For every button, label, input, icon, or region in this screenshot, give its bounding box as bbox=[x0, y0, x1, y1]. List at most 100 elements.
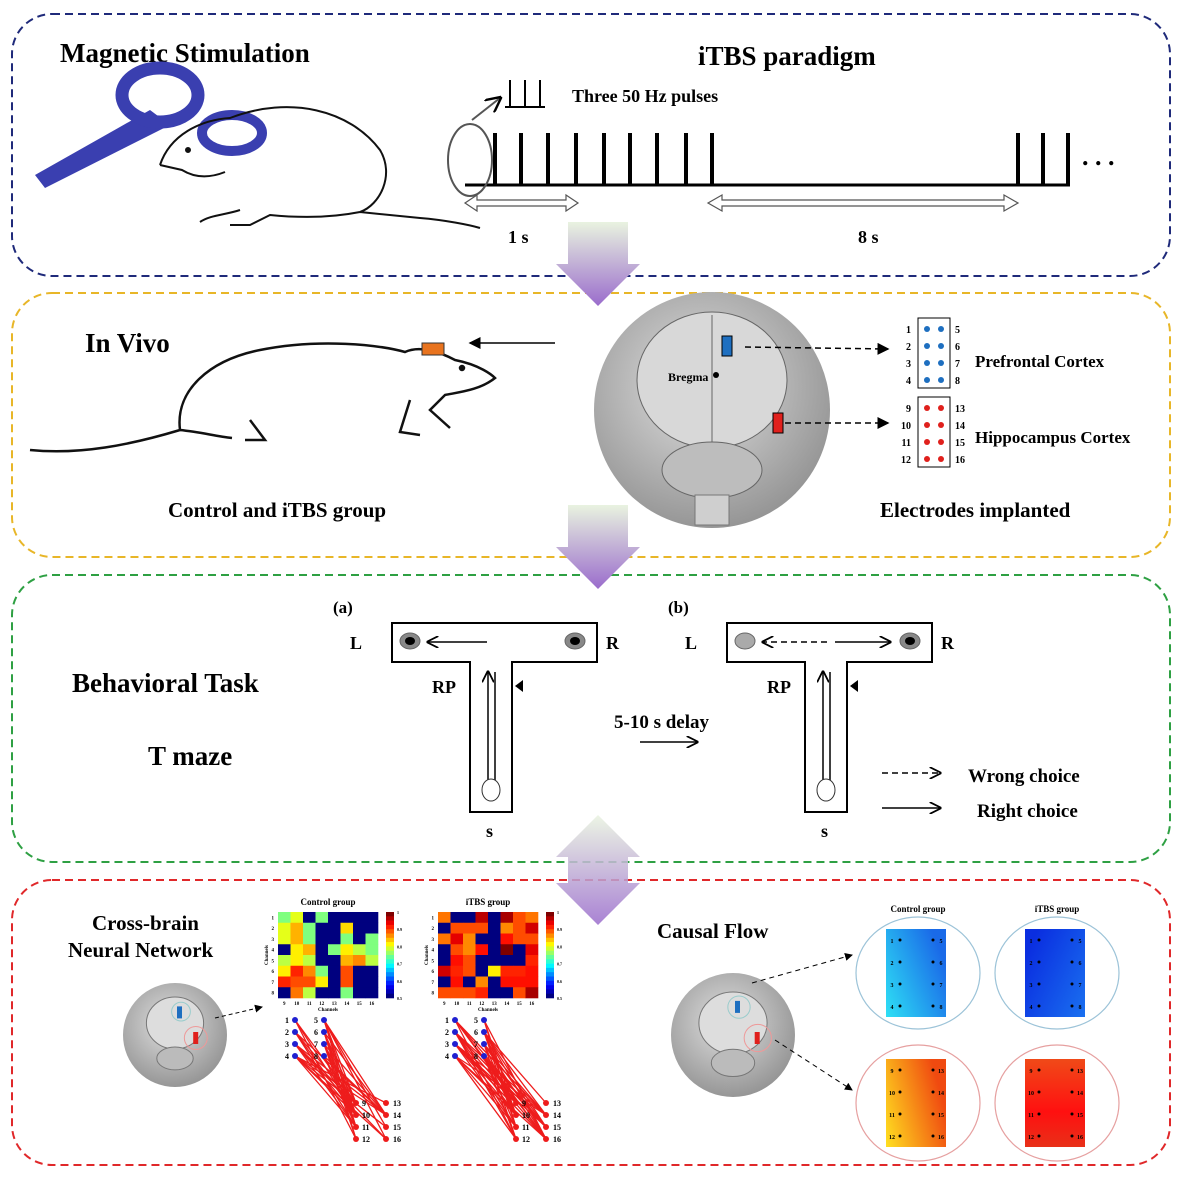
x-tick: 13 bbox=[492, 1002, 498, 1007]
heatmap-cell bbox=[365, 922, 379, 934]
hpc-contact bbox=[938, 456, 944, 462]
colorbar-segment bbox=[546, 980, 554, 986]
channel-number: 14 bbox=[938, 1091, 944, 1097]
panel-title: In Vivo bbox=[85, 328, 170, 358]
heatmap-cell bbox=[328, 933, 341, 945]
channel-number: 14 bbox=[1077, 1091, 1083, 1097]
hpc-node bbox=[543, 1112, 549, 1118]
hpc-node bbox=[513, 1136, 519, 1142]
channel-dot bbox=[898, 938, 902, 942]
highlight-ellipse bbox=[447, 123, 493, 197]
x-tick: 12 bbox=[319, 1002, 325, 1007]
channel-number: 6 bbox=[955, 342, 960, 353]
pulses-label: Three 50 Hz pulses bbox=[572, 86, 718, 106]
channel-number: 16 bbox=[1077, 1135, 1083, 1141]
x-tick: 11 bbox=[307, 1002, 312, 1007]
node-label: 11 bbox=[362, 1123, 370, 1132]
pfc-marker bbox=[177, 1006, 182, 1019]
connection-line bbox=[483, 1031, 547, 1116]
colorbar-segment bbox=[546, 967, 554, 973]
channel-number: 4 bbox=[906, 376, 911, 387]
heatmap-cell bbox=[525, 965, 539, 977]
channel-number: 7 bbox=[1079, 983, 1082, 989]
x-tick: 14 bbox=[344, 1002, 350, 1007]
heatmap-cell bbox=[365, 976, 379, 988]
pfc-node bbox=[292, 1017, 298, 1023]
pointer-arrow bbox=[214, 1004, 263, 1019]
pfc-node bbox=[481, 1041, 487, 1047]
channel-number: 8 bbox=[940, 1005, 943, 1011]
node-label: 5 bbox=[314, 1016, 318, 1025]
pfc-marker bbox=[735, 1000, 740, 1013]
heatmap-cell bbox=[290, 912, 304, 924]
hpc-electrode-array bbox=[917, 396, 951, 468]
x-tick: 11 bbox=[467, 1002, 472, 1007]
colorbar-segment bbox=[546, 942, 554, 947]
heatmap-cell bbox=[365, 955, 379, 967]
heatmap-cell bbox=[278, 912, 291, 924]
channel-dot bbox=[1070, 1004, 1074, 1008]
right-choice-label: Right choice bbox=[977, 801, 1078, 822]
hpc-marker bbox=[754, 1032, 760, 1044]
cortex bbox=[698, 991, 768, 1055]
colorbar-segment bbox=[546, 924, 554, 930]
heatmap-title: Control group bbox=[301, 897, 356, 907]
x-tick: 16 bbox=[529, 1002, 535, 1007]
y-tick: 3 bbox=[432, 938, 435, 943]
tms-coil-icon bbox=[35, 61, 267, 188]
channel-number: 10 bbox=[889, 1091, 895, 1097]
hpc-contact bbox=[938, 405, 944, 411]
heatmap-cell bbox=[278, 987, 291, 999]
heatmap-cell bbox=[500, 933, 514, 945]
colorbar-tick: 0.9 bbox=[397, 927, 402, 932]
heatmap-cell bbox=[488, 965, 501, 977]
heatmap-cell bbox=[290, 965, 304, 977]
heatmap-cell bbox=[438, 922, 451, 934]
causal-heatmap bbox=[886, 929, 946, 1017]
pfc-node bbox=[452, 1053, 458, 1059]
heatmap-cell bbox=[290, 976, 304, 988]
colorbar-segment bbox=[386, 950, 394, 956]
heatmap-cell bbox=[438, 933, 451, 945]
channel-number: 3 bbox=[1030, 983, 1033, 989]
heatmap-cell bbox=[463, 987, 476, 999]
heatmap-cell bbox=[340, 944, 354, 956]
heatmap-cell bbox=[513, 944, 526, 956]
down-arrow-1 bbox=[556, 222, 640, 306]
colorbar-segment bbox=[546, 959, 554, 964]
channel-number: 3 bbox=[906, 359, 911, 370]
colorbar-segment bbox=[386, 916, 394, 921]
heatmap-cell bbox=[353, 965, 366, 977]
connection-line bbox=[323, 1055, 357, 1128]
x-axis-label: Channels bbox=[478, 1008, 498, 1013]
heatmap-cell bbox=[450, 933, 464, 945]
colorbar-segment bbox=[546, 976, 554, 982]
channel-number: 13 bbox=[955, 404, 965, 415]
x-axis-label: Channels bbox=[318, 1008, 338, 1013]
colorbar-segment bbox=[386, 985, 394, 990]
colorbar-tick: 0.8 bbox=[397, 944, 402, 949]
channel-number: 7 bbox=[940, 983, 943, 989]
bregma-label: Bregma bbox=[668, 370, 708, 384]
heatmap-cell bbox=[353, 976, 366, 988]
channel-dot bbox=[898, 1004, 902, 1008]
channel-number: 14 bbox=[955, 421, 965, 432]
right-reward-dot bbox=[905, 637, 915, 645]
channel-number: 10 bbox=[1028, 1091, 1034, 1097]
heatmap-cell bbox=[438, 965, 451, 977]
heatmap-cell bbox=[353, 933, 366, 945]
heatmap-cell bbox=[290, 955, 304, 967]
colorbar-segment bbox=[386, 980, 394, 986]
colorbar-tick: 0.8 bbox=[557, 944, 562, 949]
double-arrow bbox=[556, 815, 640, 925]
channel-number: 13 bbox=[938, 1069, 944, 1075]
connection-line bbox=[323, 1043, 387, 1116]
heatmap-cell bbox=[488, 944, 501, 956]
node-label: 13 bbox=[393, 1099, 401, 1108]
node-label: 10 bbox=[522, 1111, 530, 1120]
node-label: 9 bbox=[522, 1099, 526, 1108]
